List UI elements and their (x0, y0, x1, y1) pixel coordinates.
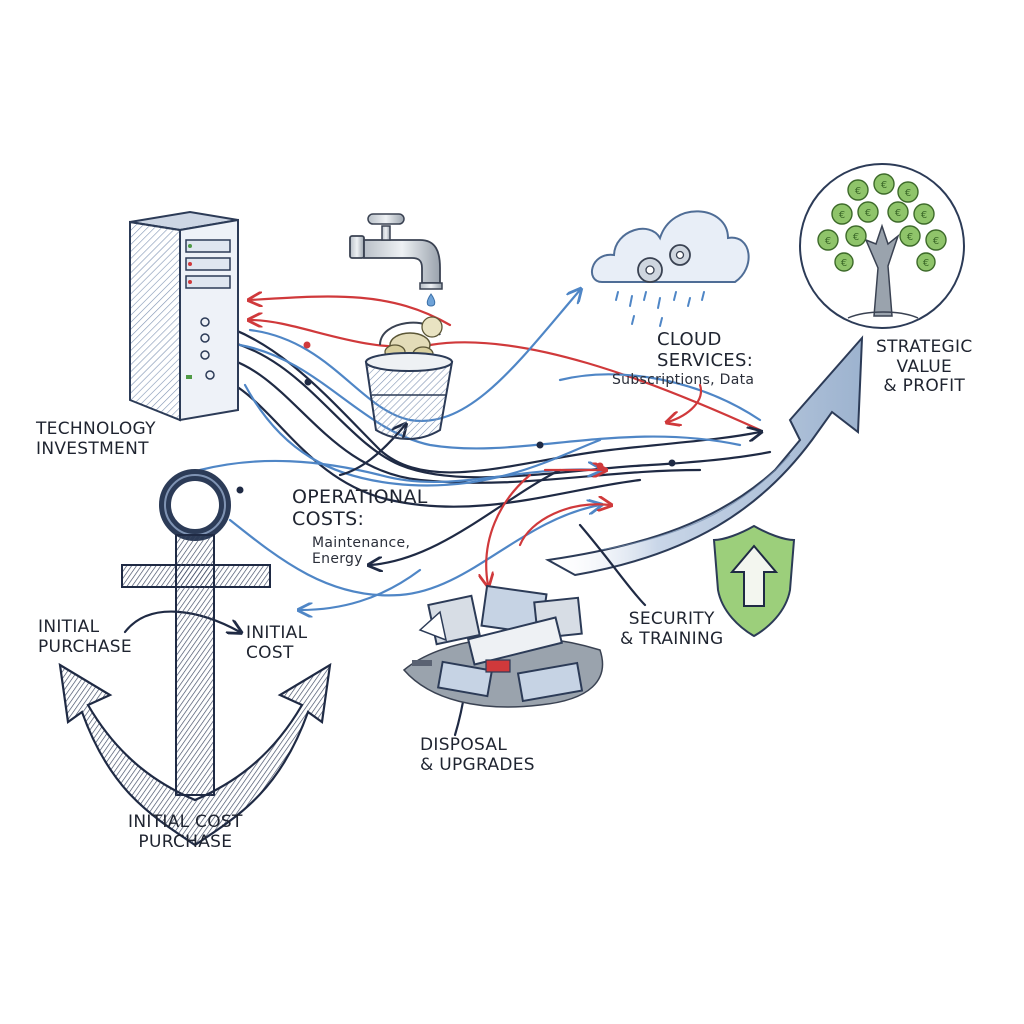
operational-costs-label: OPERATIONAL COSTS: (292, 486, 428, 531)
technology-investment-label: TECHNOLOGY INVESTMENT (36, 419, 156, 459)
cloud-services-line-1: CLOUD (657, 329, 722, 350)
svg-text:€: € (923, 258, 929, 269)
cost-flow-lines (123, 290, 772, 737)
disposal-upgrades-line-2: & UPGRADES (420, 754, 535, 775)
initial-cost-line-2: COST (246, 642, 294, 663)
initial-cost-purchase-label: INITIAL COST PURCHASE (128, 812, 243, 852)
operational-costs-detail-line-1: Maintenance, (312, 535, 411, 551)
initial-purchase-line-2: PURCHASE (38, 636, 132, 657)
svg-text:€: € (933, 236, 939, 247)
initial-purchase-label: INITIAL PURCHASE (38, 617, 132, 657)
initial-cost-purchase-line-1: INITIAL COST (128, 812, 243, 832)
svg-text:€: € (921, 210, 927, 221)
electronic-waste-pile-icon (402, 584, 604, 708)
anchor-icon (58, 469, 332, 847)
coin-bucket-icon (364, 316, 454, 440)
security-training-label: SECURITY & TRAINING (620, 609, 724, 649)
svg-text:€: € (895, 208, 901, 219)
cloud-services-label: CLOUD SERVICES: (657, 329, 754, 371)
strategic-value-label: STRATEGIC VALUE & PROFIT (876, 337, 973, 397)
svg-text:€: € (907, 232, 913, 243)
svg-text:€: € (825, 236, 831, 247)
svg-text:€: € (865, 208, 871, 219)
initial-cost-line-1: INITIAL (246, 623, 308, 643)
svg-text:€: € (881, 180, 887, 191)
security-training-line-2: & TRAINING (620, 628, 724, 649)
svg-text:€: € (839, 210, 845, 221)
technology-investment-line-2: INVESTMENT (36, 438, 149, 459)
svg-text:€: € (855, 186, 861, 197)
water-faucet-icon (349, 213, 443, 307)
operational-costs-detail-line-2: Energy (312, 551, 363, 568)
operational-costs-line-1: OPERATIONAL (292, 486, 428, 508)
cloud-services-line-2: SERVICES: (657, 349, 754, 371)
strategic-value-line-3: & PROFIT (883, 376, 966, 397)
strategic-value-line-1: STRATEGIC (876, 337, 973, 357)
security-training-line-1: SECURITY (628, 609, 715, 629)
cloud-services-detail: Subscriptions, Data (612, 372, 755, 388)
money-tree-icon: € € € € € € € € € € € € € (799, 163, 965, 329)
server-rack-icon (129, 210, 239, 422)
operational-costs-detail: Maintenance, Energy (312, 535, 410, 567)
cloud-gears-icon (591, 210, 750, 327)
svg-text:€: € (905, 188, 911, 199)
initial-cost-purchase-line-2: PURCHASE (138, 831, 233, 852)
disposal-upgrades-label: DISPOSAL & UPGRADES (420, 735, 535, 775)
shield-up-arrow-icon (712, 524, 796, 638)
svg-text:€: € (841, 258, 847, 269)
growth-arrow-icon (544, 335, 864, 577)
operational-costs-line-2: COSTS: (292, 507, 365, 530)
initial-cost-label: INITIAL COST (246, 623, 308, 663)
disposal-upgrades-line-1: DISPOSAL (420, 735, 508, 755)
strategic-value-line-2: VALUE (896, 356, 952, 377)
svg-text:€: € (853, 232, 859, 243)
technology-investment-line-1: TECHNOLOGY (36, 419, 156, 439)
initial-purchase-line-1: INITIAL (38, 617, 100, 637)
